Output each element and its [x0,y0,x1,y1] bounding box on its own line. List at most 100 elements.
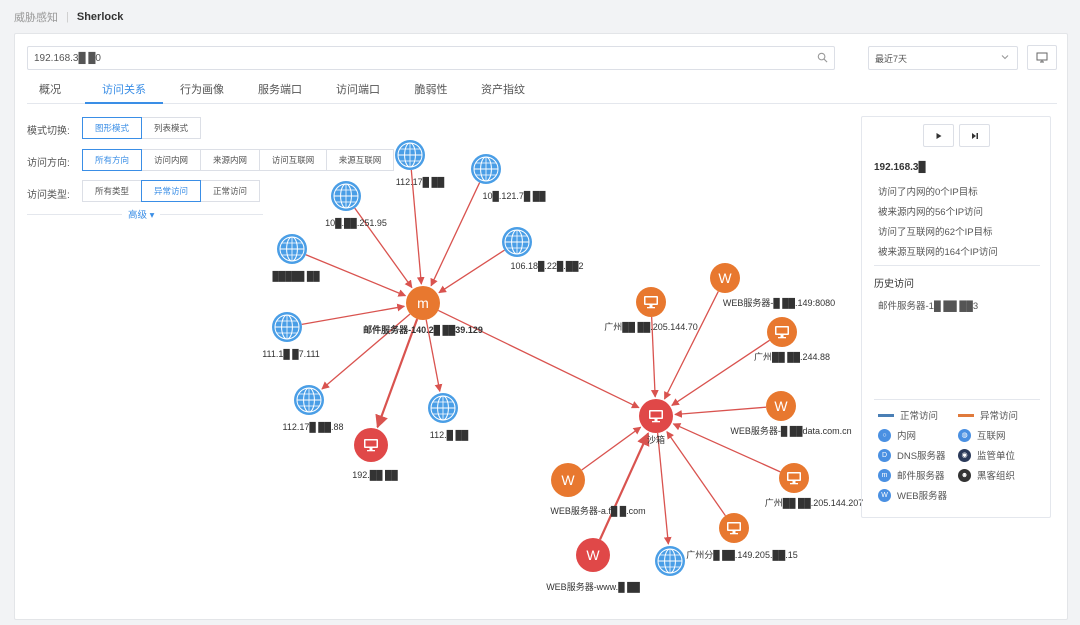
stat-internet-sources: 被来源互联网的164个IP访问 [878,247,998,258]
legend-regulator: ◉监管单位 [958,448,1015,462]
graph-node-i1[interactable]: 112.17█ ██ [395,140,445,188]
globe-icon [473,156,499,182]
graph-node-i7[interactable]: 112.17█ ██.88 [282,385,344,433]
main-panel: 192.168.3█ █0 最近7天 概况 访问关系 行为画像 服务端口 访问端… [14,33,1068,620]
graph-node-label: 192.██ ██ [352,469,398,481]
graph-node-i6[interactable]: 111.1█ █7.111 [262,312,320,360]
legend-abnormal: 异常访问 [958,408,1018,422]
type-all-button[interactable]: 所有类型 [82,180,142,202]
graph-node-i2[interactable]: 10█.121.7█ ██ [471,154,546,202]
globe-icon [504,229,530,255]
computer-icon [775,326,789,339]
time-range-select[interactable]: 最近7天 [868,46,1018,70]
web-icon: W [718,270,732,286]
graph-node-i8[interactable]: 112.█ ██ [428,393,469,441]
breadcrumb-parent[interactable]: 威胁感知 [14,11,58,24]
history-item[interactable]: 邮件服务器-1█ ██ ██3 [878,301,979,312]
graph-node-label: 广州分█ ██.149.205.██.15 [686,549,797,561]
divider [874,399,1040,400]
computer-icon [364,439,378,452]
mail-icon: m [417,295,429,311]
abnormal-line-swatch [958,413,974,417]
graph-edge [430,182,481,287]
breadcrumb-current: Sherlock [76,10,124,23]
tab-bar: 概况 访问关系 行为画像 服务端口 访问端口 脆弱性 资产指纹 [27,80,1057,104]
intranet-icon: ○ [878,428,891,442]
tab-fingerprint[interactable]: 资产指纹 [481,84,525,96]
search-value: 192.168.3█ █0 [34,52,101,64]
tab-service-port[interactable]: 服务端口 [258,84,302,96]
chevron-down-icon [1001,55,1009,60]
svg-text:W: W [586,547,600,563]
tab-vulnerability[interactable]: 脆弱性 [414,84,448,96]
graph-node-i9[interactable] [655,546,685,576]
skip-forward-icon [971,132,978,139]
tab-access-relation[interactable]: 访问关系 [85,80,163,104]
graph-node-circle[interactable] [576,538,610,572]
graph-node-label: 沙箱 [647,434,665,445]
direction-all-button[interactable]: 所有方向 [82,149,142,171]
graph-edge [425,319,443,393]
legend-normal: 正常访问 [878,408,938,422]
graph-node-center[interactable]: 沙箱 [639,399,673,445]
dns-icon: D [878,448,891,462]
graph-node-i4[interactable]: 106.18█.22█.██2 [502,227,584,272]
selected-ip: 192.168.3█ [874,162,926,173]
graph-node-circle[interactable] [406,286,440,320]
play-button[interactable] [923,124,954,147]
graph-node-label: 10█.██.251.95 [325,217,387,229]
svg-text:W: W [718,270,732,286]
web-icon: W [586,547,600,563]
time-range-value: 最近7天 [875,53,908,64]
graph-node-circle[interactable] [766,391,796,421]
graph-node-label: 112.17█ ██ [396,176,445,188]
graph-node-o3[interactable]: 广州██ ██.205.144.207 [765,463,864,509]
graph-node-r1[interactable]: 192.██ ██ [352,428,398,481]
graph-node-o2[interactable]: 广州██ ██.244.88 [754,317,830,363]
direction-source-internet-button[interactable]: 来源互联网 [326,149,394,171]
mode-graph-button[interactable]: 图形模式 [82,117,142,139]
search-icon[interactable] [817,52,828,63]
graph-node-w3[interactable]: W WEB服务器-www.█ ██ [546,538,640,593]
graph-edge [305,254,407,297]
play-icon [936,132,941,139]
tab-access-port[interactable]: 访问端口 [336,84,380,96]
web-icon: W [878,488,891,502]
graph-edge [666,430,726,517]
graph-node-circle[interactable] [551,463,585,497]
legend-hacker: ☻黑客组织 [958,468,1015,482]
mail-icon: m [878,468,891,482]
advanced-toggle[interactable]: 高级 ▾ [27,207,263,221]
graph-node-o4[interactable]: 广州分█ ██.149.205.██.15 [686,513,798,561]
computer-icon [644,296,658,309]
graph-node-circle[interactable] [710,263,740,293]
graph-node-o1[interactable]: 广州██ ██.205.144.70 [604,287,698,333]
graph-edge [674,406,767,418]
screen-button[interactable] [1027,45,1057,70]
computer-icon [727,522,741,535]
graph-edge [656,432,672,545]
tab-behavior[interactable]: 行为画像 [180,84,224,96]
graph-node-i5[interactable]: █████ ██ [272,234,320,282]
web-icon: W [774,398,788,414]
step-forward-button[interactable] [959,124,990,147]
graph-node-label: █████ ██ [272,270,320,282]
graph-node-label: WEB服务器-a.f█ █.com [550,505,645,517]
direction-label: 访问方向: [27,158,70,169]
graph-node-label: WEB服务器-www.█ ██ [546,581,640,593]
type-abnormal-button[interactable]: 异常访问 [141,180,201,202]
graph-node-i3[interactable]: 10█.██.251.95 [325,181,387,229]
legend-internet: ◍互联网 [958,428,1006,442]
globe-icon: ◍ [958,428,971,442]
stat-intranet-sources: 被来源内网的56个IP访问 [878,207,984,218]
type-label: 访问类型: [27,190,70,201]
search-input[interactable]: 192.168.3█ █0 [27,46,835,70]
tab-overview[interactable]: 概况 [39,84,61,96]
